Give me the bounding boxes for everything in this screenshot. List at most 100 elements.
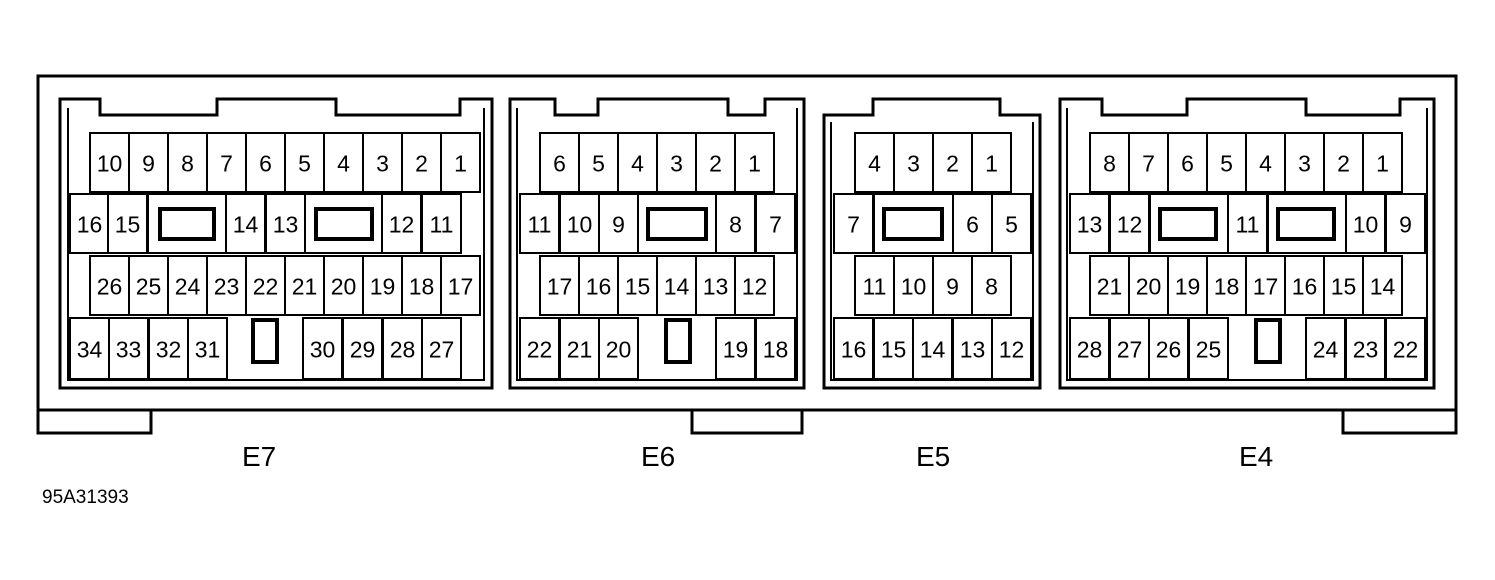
- e6-pin-19: 19: [715, 317, 756, 380]
- e4-pin-22: 22: [1385, 317, 1426, 380]
- e6-pin-cell-19: [715, 317, 756, 380]
- e5-pin-cell-1: [971, 132, 1012, 193]
- e7-pin-15: 15: [107, 193, 148, 254]
- e4-pin-cell-10: [1345, 193, 1386, 254]
- e6-pin-8: 8: [715, 193, 756, 254]
- e7-pin-cell-12: [381, 193, 422, 254]
- e4-pin-cell-4: [1245, 132, 1286, 193]
- e7-pin-21: 21: [284, 255, 325, 316]
- connector-label-e4: E4: [1239, 441, 1273, 472]
- e6-pin-number-1: 1: [748, 151, 761, 177]
- e7-pin-number-17: 17: [448, 274, 474, 300]
- e7-pin-cell-3: [362, 132, 403, 193]
- e7-pin-34: 34: [69, 317, 110, 380]
- e4-pin-1: 1: [1362, 132, 1403, 193]
- e4-pin-number-18: 18: [1214, 274, 1240, 300]
- e5-pin-cell-7: [833, 193, 874, 254]
- e7-pin-1: 1: [440, 132, 481, 193]
- e6-pin-number-19: 19: [723, 337, 749, 363]
- e7-pin-30: 30: [302, 317, 343, 380]
- e7-pin-number-1: 1: [454, 151, 467, 177]
- e7-pin-number-13: 13: [273, 212, 299, 238]
- e4-pin-cell-14: [1362, 255, 1403, 316]
- e6-pin-21: 21: [559, 317, 600, 380]
- e4-pin-number-13: 13: [1077, 212, 1103, 238]
- e4-pin-number-23: 23: [1353, 337, 1379, 363]
- e7-pin-29: 29: [342, 317, 383, 380]
- e6-pin-number-7: 7: [769, 212, 782, 238]
- e6-pin-15: 15: [617, 255, 658, 316]
- e4-pin-cell-24: [1305, 317, 1346, 380]
- e7-pin-number-33: 33: [116, 337, 142, 363]
- e7-pin-number-28: 28: [390, 337, 416, 363]
- e7-pin-7: 7: [206, 132, 247, 193]
- e4-key-slot-right: [1276, 207, 1336, 241]
- e5-pin-number-6: 6: [966, 212, 979, 238]
- e7-pin-cell-23: [206, 255, 247, 316]
- e5-pin-1: 1: [971, 132, 1012, 193]
- e7-pin-18: 18: [401, 255, 442, 316]
- e5-pin-cell-3: [893, 132, 934, 193]
- e6-pin-cell-11: [519, 193, 560, 254]
- e4-pin-number-4: 4: [1259, 151, 1272, 177]
- e6-pin-number-3: 3: [670, 151, 683, 177]
- e5-pin-number-4: 4: [868, 151, 881, 177]
- e7-pin-14: 14: [225, 193, 266, 254]
- e6-pin-number-18: 18: [763, 337, 789, 363]
- e7-pin-cell-33: [108, 317, 149, 380]
- e6-pin-7: 7: [755, 193, 796, 254]
- e4-pin-number-6: 6: [1181, 151, 1194, 177]
- e5-pin-5: 5: [991, 193, 1032, 254]
- e6-pin-cell-16: [578, 255, 619, 316]
- e7-pin-number-23: 23: [214, 274, 240, 300]
- e7-pin-cell-13: [265, 193, 306, 254]
- e7-pin-number-19: 19: [370, 274, 396, 300]
- e6-pin-number-2: 2: [709, 151, 722, 177]
- e6-pin-number-11: 11: [528, 212, 552, 238]
- e7-pin-cell-1: [440, 132, 481, 193]
- e7-pin-cell-32: [148, 317, 189, 380]
- e7-pin-cell-26: [89, 255, 130, 316]
- e4-pin-26: 26: [1148, 317, 1189, 380]
- e6-pin-20: 20: [598, 317, 639, 380]
- e6-key-slot: [646, 207, 708, 241]
- e6-pin-17: 17: [539, 255, 580, 316]
- e7-pin-cell-18: [401, 255, 442, 316]
- e4-pin-number-14: 14: [1370, 274, 1396, 300]
- e6-pin-16: 16: [578, 255, 619, 316]
- e7-pin-number-20: 20: [331, 274, 357, 300]
- e5-pin-11: 11: [854, 255, 895, 316]
- e7-pin-cell-19: [362, 255, 403, 316]
- e4-pin-cell-22: [1385, 317, 1426, 380]
- e7-pin-3: 3: [362, 132, 403, 193]
- e7-pin-number-8: 8: [181, 151, 194, 177]
- e6-pin-cell-5: [578, 132, 619, 193]
- e7-pin-10: 10: [89, 132, 130, 193]
- e7-pin-9: 9: [128, 132, 169, 193]
- e5-pin-number-9: 9: [946, 274, 959, 300]
- e4-pin-6: 6: [1167, 132, 1208, 193]
- connector-label-e7: E7: [242, 441, 276, 472]
- e4-pin-11: 11: [1227, 193, 1268, 254]
- e6-pin-18: 18: [755, 317, 796, 380]
- e7-pin-12: 12: [381, 193, 422, 254]
- e7-pin-cell-24: [167, 255, 208, 316]
- e6-pin-number-17: 17: [547, 274, 573, 300]
- e7-pin-number-12: 12: [389, 212, 415, 238]
- e7-pin-number-3: 3: [376, 151, 389, 177]
- e7-pin-number-18: 18: [409, 274, 435, 300]
- e4-pin-2: 2: [1323, 132, 1364, 193]
- e7-pin-cell-2: [401, 132, 442, 193]
- e7-pin-cell-34: [69, 317, 110, 380]
- keying-features: [158, 207, 1336, 364]
- e6-pin-10: 10: [559, 193, 600, 254]
- e4-pin-25: 25: [1188, 317, 1229, 380]
- e4-pin-cell-25: [1188, 317, 1229, 380]
- e4-pin-9: 9: [1385, 193, 1426, 254]
- e4-pin-13: 13: [1069, 193, 1110, 254]
- e7-pin-cell-16: [69, 193, 110, 254]
- ecu-housing: [36, 74, 1458, 435]
- e7-pin-cell-31: [187, 317, 228, 380]
- e4-pin-12: 12: [1109, 193, 1150, 254]
